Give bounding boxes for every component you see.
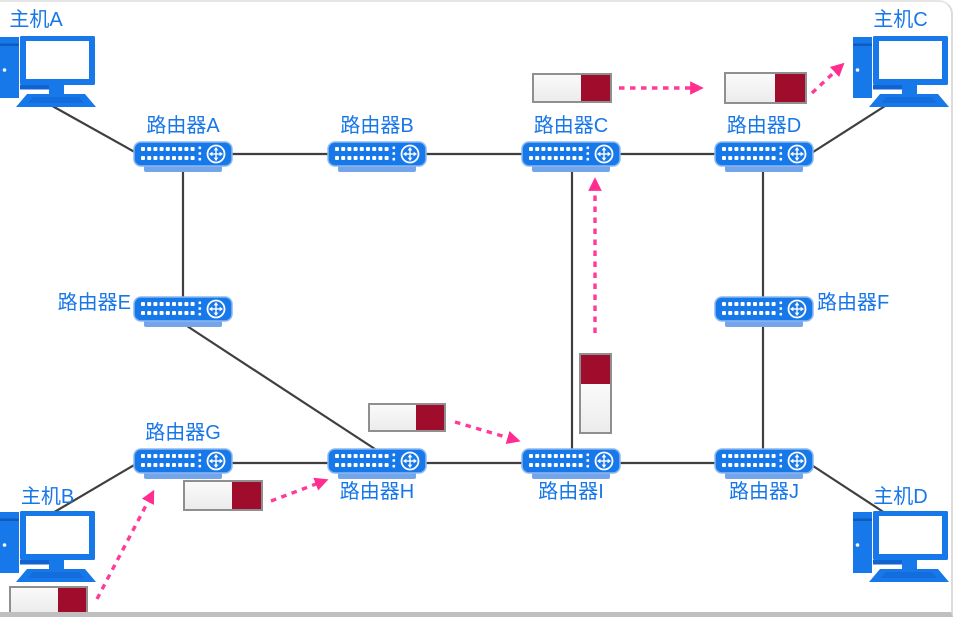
packet-above-router-h — [368, 403, 446, 432]
arrow-to-hostC — [810, 62, 845, 95]
node-router-a — [133, 141, 233, 178]
packet-header-segment — [57, 588, 86, 612]
packet-header-segment — [415, 405, 444, 430]
node-router-e — [133, 296, 233, 333]
packet-header-segment — [581, 75, 610, 101]
node-router-g — [133, 448, 233, 485]
router-b-label: 路由器B — [340, 115, 414, 137]
link-routerD-hostC — [809, 105, 886, 155]
packet-payload-segment — [11, 588, 58, 612]
node-router-j — [714, 448, 814, 485]
node-router-d — [714, 141, 814, 178]
router-icon — [133, 141, 233, 172]
arrow-to-routerI — [454, 420, 521, 445]
packet-payload-segment — [370, 405, 416, 430]
packet-above-router-c — [532, 73, 612, 103]
router-a-label: 路由器A — [146, 115, 220, 137]
packet-payload-segment — [534, 75, 582, 101]
router-d-label: 路由器D — [726, 115, 802, 137]
router-icon — [714, 141, 814, 172]
host-a-label: 主机A — [9, 9, 63, 31]
router-e-label: 路由器E — [57, 292, 131, 314]
host-computer-icon — [0, 36, 96, 107]
router-g-label: 路由器G — [145, 422, 221, 444]
router-i-label: 路由器I — [538, 481, 604, 503]
packet-above-router-d — [724, 72, 807, 104]
node-host-d — [853, 506, 949, 588]
packet-header-segment — [774, 74, 805, 102]
packet-header-segment — [581, 355, 610, 385]
router-c-label: 路由器C — [533, 115, 609, 137]
packet-payload-segment — [581, 384, 610, 432]
packet-payload-segment — [726, 74, 775, 102]
packet-header-segment — [232, 482, 261, 509]
arrow-to-routerH — [270, 477, 329, 503]
router-icon — [714, 448, 814, 479]
arrow-to-routerG — [95, 489, 155, 600]
host-computer-icon — [853, 36, 949, 107]
packet-payload-segment — [185, 482, 233, 509]
host-c-label: 主机C — [873, 9, 928, 31]
router-f-label: 路由器F — [817, 292, 890, 314]
node-host-b — [0, 506, 96, 588]
host-b-label: 主机B — [20, 486, 75, 508]
host-computer-icon — [853, 511, 949, 582]
node-host-c — [853, 31, 949, 113]
node-router-f — [714, 296, 814, 333]
node-router-c — [521, 141, 621, 178]
node-router-b — [327, 141, 427, 178]
node-router-h — [327, 448, 427, 485]
router-icon — [714, 296, 814, 327]
packet-between-router-g-h — [183, 480, 263, 511]
router-j-label: 路由器J — [729, 481, 799, 503]
router-icon — [327, 448, 427, 479]
router-icon — [327, 141, 427, 172]
router-icon — [521, 448, 621, 479]
node-router-i — [521, 448, 621, 485]
packet-above-router-i — [579, 353, 612, 434]
router-h-label: 路由器H — [339, 481, 415, 503]
node-host-a — [0, 31, 96, 113]
packet-at-host-b — [9, 586, 88, 612]
host-d-label: 主机D — [873, 486, 928, 508]
router-icon — [133, 296, 233, 327]
router-icon — [521, 141, 621, 172]
host-computer-icon — [0, 511, 96, 582]
router-icon — [133, 448, 233, 479]
